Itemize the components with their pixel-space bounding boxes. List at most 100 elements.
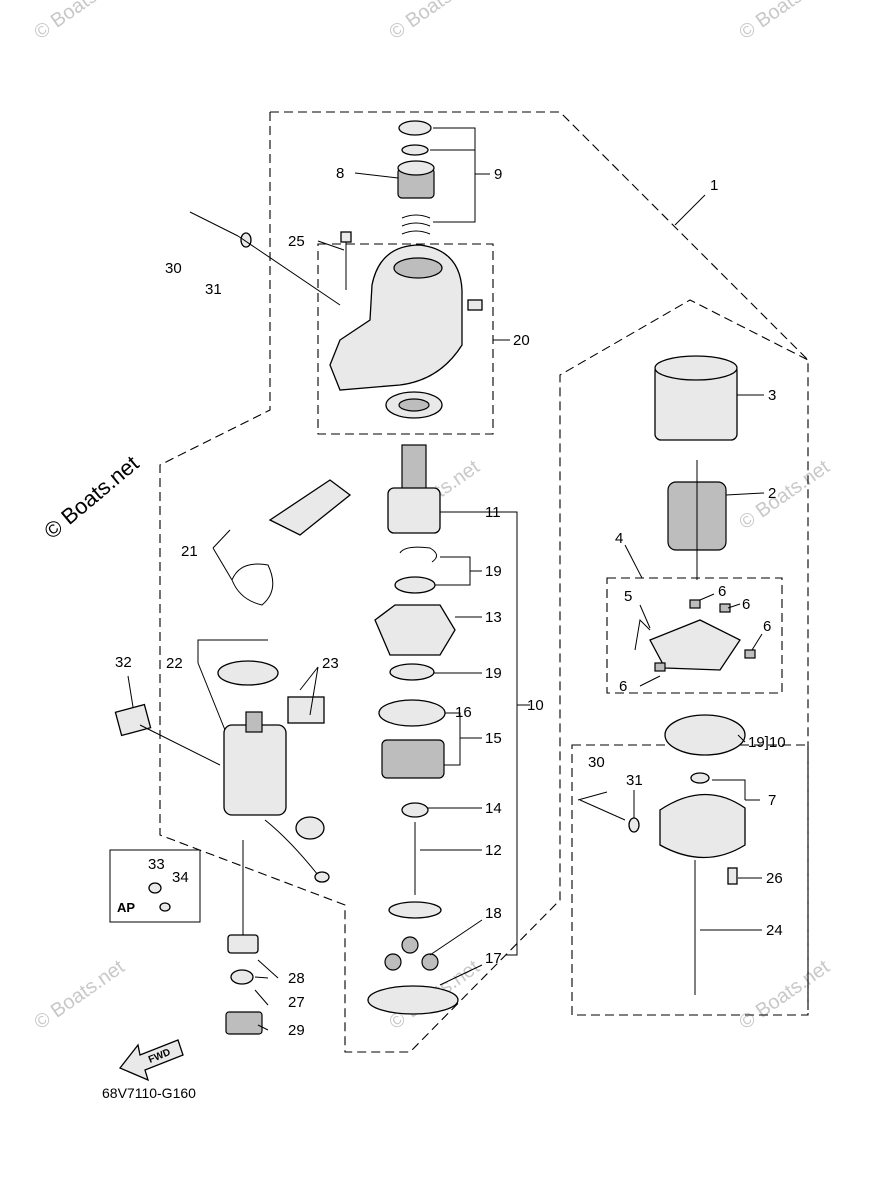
brush-lead — [634, 618, 651, 651]
brush-holder-box-4 — [606, 577, 783, 694]
watermark: © Boats.net — [30, 956, 129, 1034]
shaft-spline — [401, 444, 427, 491]
washer-19b-part — [389, 663, 435, 681]
callout-20: 20 — [513, 332, 530, 349]
callout-11: 11 — [485, 504, 501, 521]
watermark: © Boats.net — [735, 956, 834, 1034]
washer-19a-part — [394, 576, 436, 594]
callout-29: 29 — [288, 1022, 305, 1039]
watermark-main: © Boats.net — [39, 451, 143, 544]
plunger-part — [245, 711, 263, 733]
nut-27-part — [230, 969, 254, 985]
bush-part — [690, 772, 710, 784]
callout-19: 19 — [485, 665, 502, 682]
callout-6: 6 — [619, 678, 627, 695]
bolt-30-part — [189, 211, 239, 237]
ring-16-part — [378, 699, 446, 727]
clutch-part — [387, 487, 441, 534]
callout-19: 19 — [485, 563, 502, 580]
collar-part — [398, 120, 432, 136]
washer-34-part — [159, 902, 171, 912]
watermark: © Boats.net — [30, 0, 129, 44]
watermark: © Boats.net — [385, 0, 484, 44]
callout-10: 10 — [527, 697, 544, 714]
callout-2: 2 — [768, 485, 776, 502]
brush-part — [744, 649, 756, 659]
callout-18: 18 — [485, 905, 502, 922]
callout-1: 1 — [710, 177, 718, 194]
callout-31: 31 — [626, 772, 643, 789]
callout-30: 30 — [588, 754, 605, 771]
callouts: 1 2 3 4 5 6 6 6 6 7 8 9 10 19]10 11 12 1… — [102, 165, 786, 1101]
callout-23: 23 — [322, 655, 339, 672]
part-code: 68V7110-G160 — [102, 1085, 196, 1101]
planet-carrier-part — [388, 901, 442, 919]
callout-27: 27 — [288, 994, 305, 1011]
yoke-top — [654, 355, 738, 381]
watermark: © Boats.net — [735, 456, 834, 534]
ap-label: AP — [117, 900, 135, 915]
assembly-outline — [159, 111, 809, 1053]
front-cover-part — [329, 244, 463, 391]
planet-gear-part — [384, 953, 402, 971]
clip-part — [401, 144, 429, 156]
bolt-25-head — [340, 231, 352, 243]
watermark: © Boats.net — [735, 0, 834, 44]
callout-15: 15 — [485, 730, 502, 747]
callout-30: 30 — [165, 260, 182, 277]
terminal-part — [314, 871, 330, 883]
callout-16: 16 — [455, 704, 472, 721]
internal-gear-part — [381, 739, 445, 779]
callout-13: 13 — [485, 609, 502, 626]
callout-26: 26 — [766, 870, 783, 887]
leader-lines — [127, 127, 765, 1031]
bearing-inner — [398, 398, 430, 412]
front-cover-bore — [393, 257, 443, 279]
pinion-gear-top — [397, 160, 435, 176]
callout-8: 8 — [336, 165, 344, 182]
plate-17-part — [367, 985, 459, 1015]
callout-6: 6 — [718, 583, 726, 600]
callout-25: 25 — [288, 233, 305, 250]
callout-31: 31 — [205, 281, 222, 298]
washer-31b-part — [628, 817, 640, 833]
callout-28: 28 — [288, 970, 305, 987]
brush-part — [654, 662, 666, 672]
screw-26-part — [727, 867, 738, 885]
brush-part — [689, 599, 701, 609]
callout-17: 17 — [485, 950, 502, 967]
callout-14: 14 — [485, 800, 502, 817]
solenoid-part — [223, 724, 287, 816]
callout-9: 9 — [494, 166, 502, 183]
callout-24: 24 — [766, 922, 783, 939]
rubber-23-part — [287, 696, 325, 724]
callout-32: 32 — [115, 654, 132, 671]
planet-gear-part — [401, 936, 419, 954]
cap-29-part — [225, 1011, 263, 1035]
washer-31-part — [240, 232, 252, 248]
callout-21: 21 — [181, 543, 198, 560]
terminal-28-part — [227, 934, 259, 954]
cap-part — [295, 816, 325, 840]
cover-box-20 — [317, 243, 494, 435]
label-32-part — [114, 703, 152, 737]
plate-part — [664, 714, 746, 756]
callout-6: 6 — [742, 596, 750, 613]
lever-21-part — [268, 479, 352, 536]
lead-wire-part — [264, 819, 319, 876]
callout-22: 22 — [166, 655, 183, 672]
fwd-arrow-icon: FWD — [118, 1039, 184, 1082]
callout-34: 34 — [172, 869, 189, 886]
callout-33: 33 — [148, 856, 165, 873]
spring-part — [401, 214, 431, 235]
bolt-30b-part — [579, 799, 626, 821]
plug-part — [467, 299, 483, 311]
plate-22-part — [217, 660, 279, 686]
brush-part — [719, 603, 731, 613]
callout-19-10: 19]10 — [748, 734, 786, 751]
callout-7: 7 — [768, 792, 776, 809]
callout-12: 12 — [485, 842, 502, 859]
ap-box — [109, 849, 201, 923]
